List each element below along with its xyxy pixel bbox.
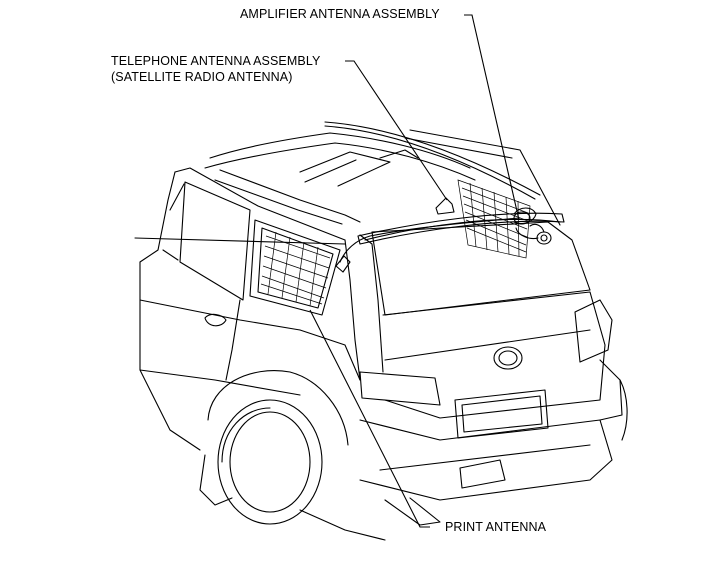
amplifier-unit-1 [536,231,552,245]
amplifier-antenna-label: AMPLIFIER ANTENNA ASSEMBLY [240,6,440,22]
rear-hatch [357,212,628,526]
rear-wheel [199,370,386,541]
print-antenna-leader [309,309,430,528]
satellite-radio-antenna-text: (SATELLITE RADIO ANTENNA) [111,70,293,84]
telephone-antenna-label: TELEPHONE ANTENNA ASSEMBLY (SATELLITE RA… [111,53,320,85]
roof-rack [204,121,561,226]
antenna-components [335,197,552,273]
amplifier-leader [464,14,520,221]
vehicle-body [134,167,384,451]
telephone-leader [345,60,448,201]
leader-lines [309,14,520,528]
amplifier-antenna-text: AMPLIFIER ANTENNA ASSEMBLY [240,7,440,21]
print-antenna-label: PRINT ANTENNA [445,519,546,535]
print-antenna-text: PRINT ANTENNA [445,520,547,534]
antenna-connector [335,255,351,273]
telephone-antenna-text: TELEPHONE ANTENNA ASSEMBLY [111,54,321,68]
print-antenna-grid [260,231,331,307]
telephone-antenna-fin [435,197,455,215]
